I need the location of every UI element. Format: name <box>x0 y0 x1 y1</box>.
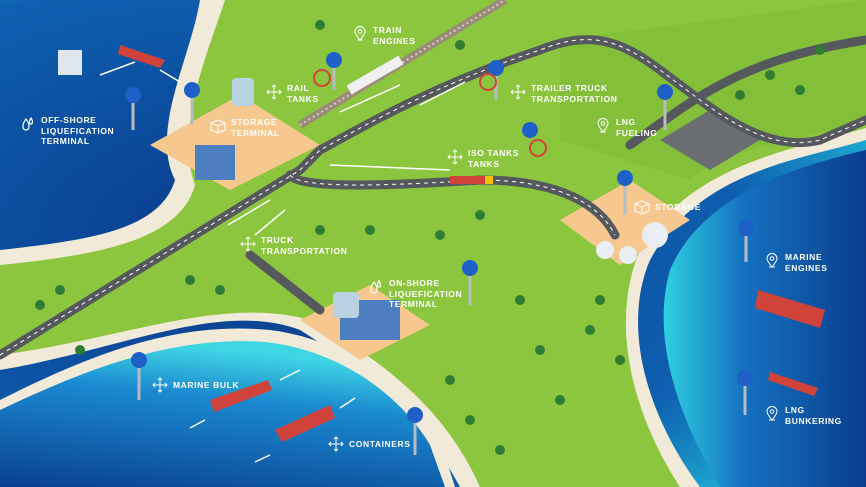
move-arrows-icon <box>510 84 526 100</box>
label-line: TANKS <box>287 93 319 104</box>
storage-pad <box>560 180 690 265</box>
move-arrows-icon <box>240 236 256 252</box>
location-pin-icon <box>766 406 778 421</box>
label-marine-bulk: MARINE BULK <box>152 376 239 393</box>
label-line: MARINE BULK <box>173 380 240 390</box>
offshore-platform <box>58 50 82 75</box>
label-line: ENGINES <box>373 35 416 46</box>
label-line: TRAILER TRUCK <box>531 83 608 93</box>
storage-tank <box>642 222 668 248</box>
boxes-icon <box>634 200 650 215</box>
move-arrows-icon <box>328 436 344 452</box>
sea-right <box>663 150 866 487</box>
label-line: LIQUEFICATION <box>41 125 115 136</box>
label-containers: CONTAINERS <box>328 435 411 452</box>
location-pin-icon <box>354 26 366 41</box>
label-line: LIQUEFICATION <box>389 288 463 299</box>
label-line: LNG <box>785 405 805 415</box>
label-line: TANKS <box>468 158 500 169</box>
label-line: TRUCK <box>261 235 294 245</box>
location-pin-icon <box>766 253 778 268</box>
label-line: FUELING <box>616 127 658 138</box>
label-line: STORAGE <box>655 202 702 212</box>
move-arrows-icon <box>266 84 282 100</box>
flow-arrows <box>99 61 466 463</box>
train <box>346 55 404 95</box>
label-line: TERMINAL <box>41 136 90 146</box>
label-line: OFF-SHORE <box>41 115 97 125</box>
label-line: ENGINES <box>785 262 828 273</box>
label-line: LNG <box>616 117 636 127</box>
ships <box>118 45 825 442</box>
label-line: CONTAINERS <box>349 439 411 449</box>
storage-blocks <box>195 145 235 180</box>
storage-terminal-pad <box>150 95 320 190</box>
label-line: BUNKERING <box>785 415 842 426</box>
move-arrows-icon <box>447 149 463 165</box>
trees <box>35 20 825 455</box>
label-line: MARINE <box>785 252 823 262</box>
label-line: TERMINAL <box>389 299 438 309</box>
label-line: TRAIN <box>373 25 402 35</box>
label-line: STORAGE <box>231 117 278 127</box>
drops-icon <box>22 116 34 131</box>
location-pin-icon <box>597 118 609 133</box>
label-line: ISO TANKS <box>468 148 520 158</box>
valves <box>125 52 754 423</box>
move-arrows-icon <box>152 377 168 393</box>
label-line: TERMINAL <box>231 127 280 138</box>
label-storage: STORAGE <box>634 198 701 215</box>
boxes-icon <box>210 119 226 134</box>
label-line: TRANSPORTATION <box>531 93 618 104</box>
label-line: ON-SHORE <box>389 278 440 288</box>
label-line: TRANSPORTATION <box>261 245 348 256</box>
drops-icon <box>370 279 382 294</box>
label-line: RAIL <box>287 83 310 93</box>
